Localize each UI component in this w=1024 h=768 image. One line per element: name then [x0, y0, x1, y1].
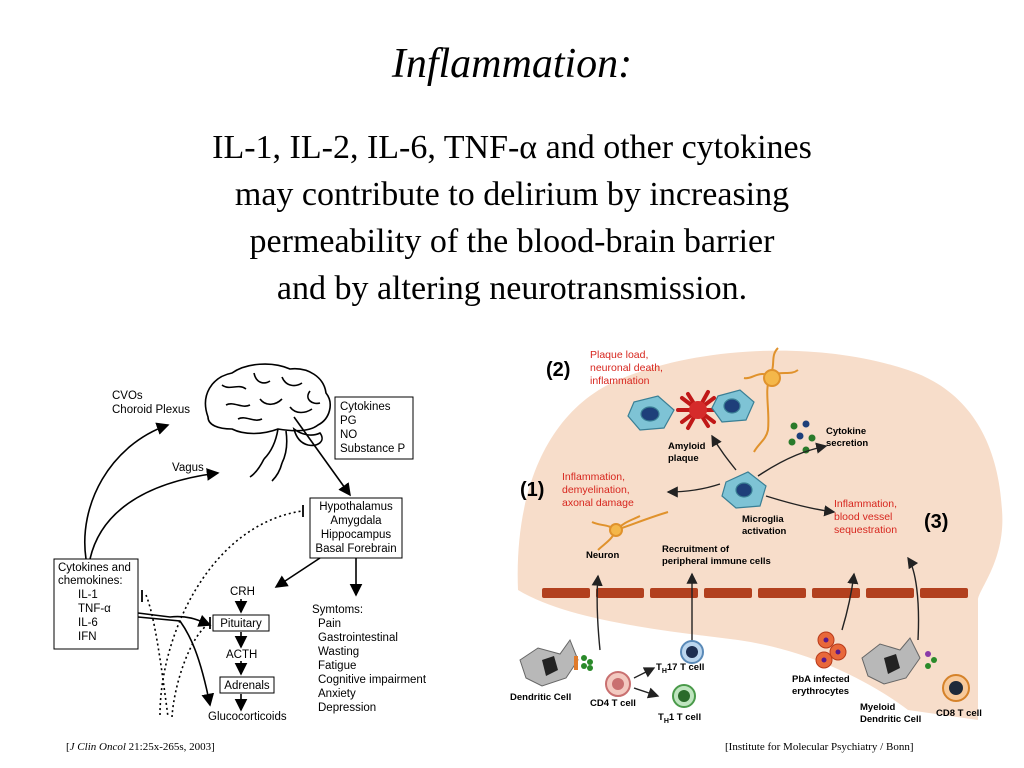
mediator-item: PG — [340, 415, 357, 427]
pathway-arrows — [84, 416, 363, 712]
cytokine-item: TNF-α — [78, 603, 111, 615]
cd8-t-cell-icon — [942, 674, 970, 702]
plaque-text: inflammation — [590, 375, 650, 387]
cytokine-item: chemokines: — [58, 575, 123, 587]
mediator-item: Substance P — [340, 443, 406, 455]
microglia-label: Microglia — [742, 514, 784, 525]
mediators-box — [334, 396, 414, 460]
adrenals-box — [219, 676, 275, 694]
myeloid-label: Dendritic Cell — [860, 714, 921, 725]
acth-label: ACTH — [226, 649, 257, 661]
amyloid-plaque-icon — [676, 390, 720, 430]
region-item: Hypothalamus — [319, 501, 393, 513]
symptom-item: Symtoms: — [312, 604, 363, 616]
dendritic-cell-icon — [519, 638, 593, 687]
pituitary-label: Pituitary — [220, 618, 262, 630]
citation-right: [Institute for Molecular Psychiatry / Bo… — [725, 741, 914, 753]
region-item: Basal Forebrain — [315, 543, 396, 555]
symptom-item: Pain — [318, 618, 341, 630]
cytokine-secretion-label: Cytokine — [826, 426, 866, 437]
label-3: (3) — [924, 511, 948, 533]
plaque-text: neuronal death, — [590, 362, 663, 374]
bbb-immune-diagram: (2) (1) (3) Plaque load, neuronal death,… — [510, 347, 1003, 725]
label-1: (1) — [520, 479, 544, 501]
citation-journal: J Clin Oncol — [69, 741, 126, 753]
cytokine-secretion-label: secretion — [826, 438, 868, 449]
process-arrows — [591, 434, 920, 699]
myeloid-dendritic-cell-icon — [861, 637, 937, 685]
th1-t-cell-icon — [672, 684, 696, 708]
mediator-item: Cytokines — [340, 401, 391, 413]
microglia-label: activation — [742, 526, 787, 537]
neuron-label: Neuron — [586, 550, 619, 561]
inflammation-3-text: Inflammation, — [834, 498, 897, 510]
cytokine-dots — [788, 420, 816, 454]
recruitment-label: peripheral immune cells — [662, 556, 771, 567]
symptom-item: Fatigue — [318, 660, 356, 672]
th17-t-cell-icon — [680, 640, 704, 664]
recruitment-label: Recruitment of — [662, 544, 730, 555]
pba-label: erythrocytes — [792, 686, 849, 697]
dendritic-label: Dendritic Cell — [510, 692, 571, 703]
cd8-label: CD8 T cell — [936, 708, 982, 719]
citation-left: [J Clin Oncol 21:25x-265s, 2003] — [66, 741, 215, 753]
adrenals-label: Adrenals — [224, 680, 270, 692]
pituitary-box — [212, 614, 270, 632]
cd4-t-cell-icon — [605, 671, 631, 697]
symptom-item: Cognitive impairment — [318, 674, 427, 686]
glucocorticoids-label: Glucocorticoids — [208, 711, 287, 723]
myeloid-label: Myeloid — [860, 702, 896, 713]
symptom-item: Anxiety — [318, 688, 356, 700]
inflammation-1-text: axonal damage — [562, 497, 634, 509]
cytokine-item: Cytokines and — [58, 562, 131, 574]
cd4-label: CD4 T cell — [590, 698, 636, 709]
slide-title: Inflammation: — [391, 41, 633, 87]
pba-erythrocyte-icon — [815, 631, 847, 669]
inhibition-bars — [141, 505, 304, 629]
cytokine-item: IFN — [78, 631, 97, 643]
body-line-2: may contribute to delirium by increasing — [234, 176, 790, 213]
amyloid-label: Amyloid — [668, 441, 706, 452]
citation-open: [ — [66, 741, 70, 753]
inflammation-1-text: Inflammation, — [562, 471, 625, 483]
brain-tissue-bg — [517, 350, 1003, 720]
inflammation-3-text: blood vessel — [834, 511, 892, 523]
mediator-item: NO — [340, 429, 357, 441]
region-item: Amygdala — [330, 515, 382, 527]
slide-body: IL-1, IL-2, IL-6, TNF-α and other cytoki… — [0, 124, 1024, 312]
vagus-label: Vagus — [172, 462, 204, 474]
symptom-item: Wasting — [318, 646, 359, 658]
th17-label: TH17 T cell — [656, 662, 704, 675]
brain-regions-box — [309, 497, 403, 559]
cvos-label: CVOs — [112, 390, 143, 402]
microglia-icon — [627, 389, 767, 509]
neuron-icon — [591, 347, 799, 551]
inflammation-3-text: sequestration — [834, 524, 897, 536]
brain-icon — [204, 363, 331, 482]
cytokine-item: IL-6 — [78, 617, 98, 629]
plaque-text: Plaque load, — [590, 349, 648, 361]
symptom-item: Depression — [318, 702, 376, 714]
body-line-4: and by altering neurotransmission. — [276, 270, 748, 307]
symptom-item: Gastrointestinal — [318, 632, 398, 644]
inflammation-1-text: demyelination, — [562, 484, 630, 496]
amyloid-label: plaque — [668, 453, 699, 464]
feedback-lines — [145, 510, 303, 718]
blood-brain-barrier — [542, 588, 968, 598]
th1-label: TH1 T cell — [658, 712, 701, 725]
region-item: Hippocampus — [321, 529, 392, 541]
choroid-plexus-label: Choroid Plexus — [112, 404, 190, 416]
cytokine-item: IL-1 — [78, 589, 98, 601]
pba-label: PbA infected — [792, 674, 850, 685]
crh-label: CRH — [230, 586, 255, 598]
body-line-1: IL-1, IL-2, IL-6, TNF-α and other cytoki… — [212, 129, 812, 166]
body-line-3: permeability of the blood-brain barrier — [249, 223, 775, 260]
label-2: (2) — [546, 359, 570, 381]
citation-rest: 21:25x-265s, 2003] — [125, 741, 215, 753]
hpa-axis-diagram: CVOs Choroid Plexus Vagus Cytokines PG N… — [53, 363, 427, 723]
cytokines-box — [53, 558, 139, 650]
